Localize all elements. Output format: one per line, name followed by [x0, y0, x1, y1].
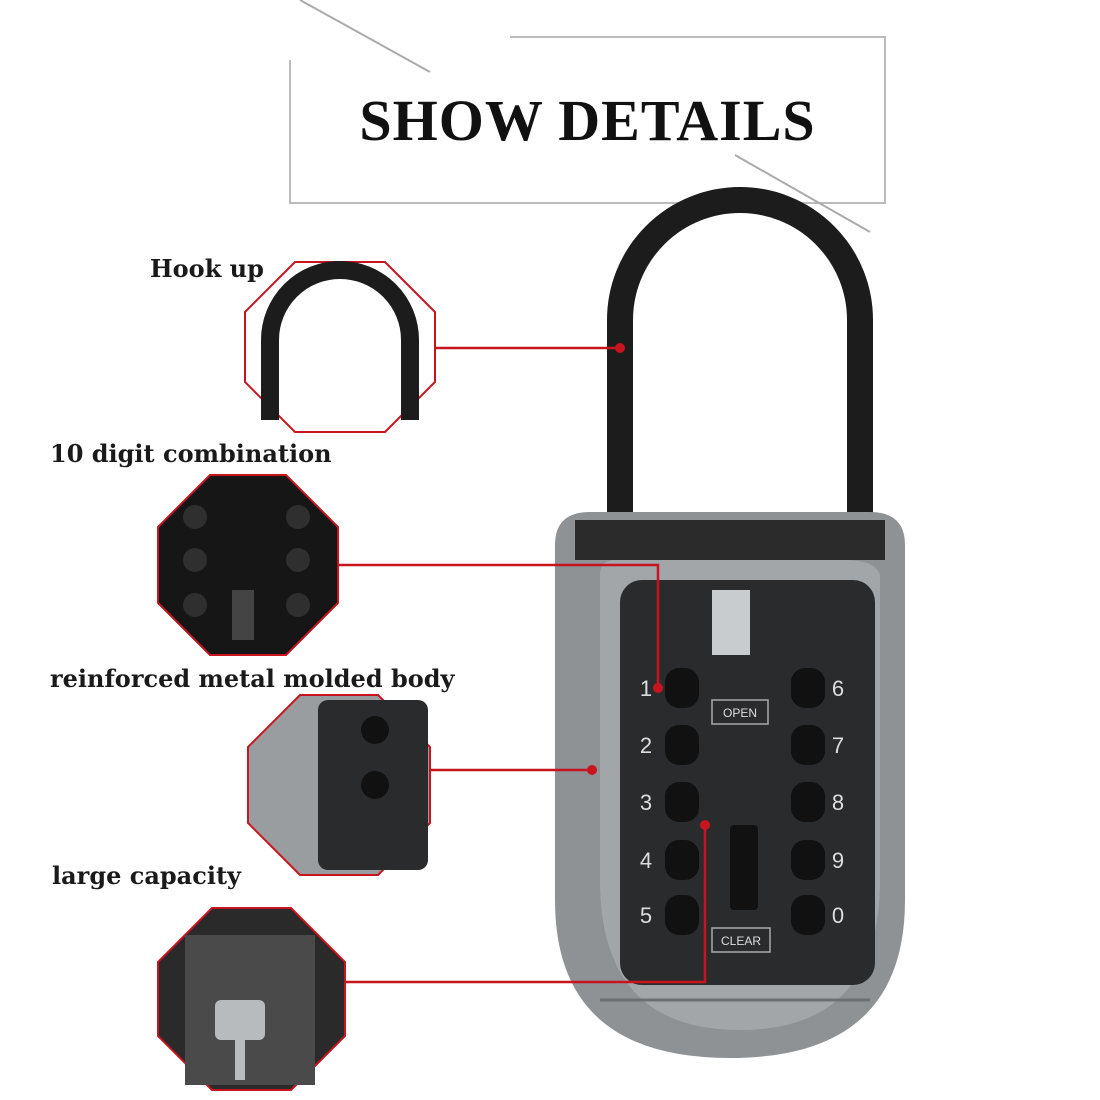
label-digit-combination: 10 digit combination: [50, 439, 332, 468]
callout-hook: [244, 261, 436, 433]
key-4: 4: [640, 840, 699, 880]
svg-text:CLEAR: CLEAR: [721, 934, 761, 948]
leader-lines: [338, 346, 707, 984]
svg-text:4: 4: [640, 848, 652, 873]
lock-body: [555, 512, 905, 1058]
label-metal-body: reinforced metal molded body: [50, 664, 455, 693]
svg-text:5: 5: [640, 903, 652, 928]
key-1: 1: [640, 668, 699, 708]
key-2: 2: [640, 725, 699, 765]
key-3: 3: [640, 782, 699, 822]
key-9: 9: [791, 840, 844, 880]
svg-text:6: 6: [832, 676, 844, 701]
key-5: 5: [640, 895, 699, 935]
svg-text:0: 0: [832, 903, 844, 928]
svg-text:3: 3: [640, 790, 652, 815]
clear-badge: CLEAR: [711, 927, 771, 953]
key-6: 6: [791, 668, 844, 708]
open-badge: OPEN: [711, 699, 769, 725]
page-title: SHOW DETAILS: [359, 87, 816, 153]
key-7: 7: [791, 725, 844, 765]
key-8: 8: [791, 782, 844, 822]
keypad: 1 2 3 4 5 6 7 8 9 0: [640, 668, 844, 935]
label-large-capacity: large capacity: [52, 861, 241, 890]
label-hook-up: Hook up: [150, 254, 264, 283]
svg-text:8: 8: [832, 790, 844, 815]
svg-text:9: 9: [832, 848, 844, 873]
key-0: 0: [791, 895, 844, 935]
svg-text:2: 2: [640, 733, 652, 758]
svg-text:1: 1: [640, 676, 652, 701]
shackle: [607, 187, 873, 525]
svg-text:7: 7: [832, 733, 844, 758]
svg-text:OPEN: OPEN: [723, 706, 757, 720]
title-frame: [289, 0, 886, 233]
